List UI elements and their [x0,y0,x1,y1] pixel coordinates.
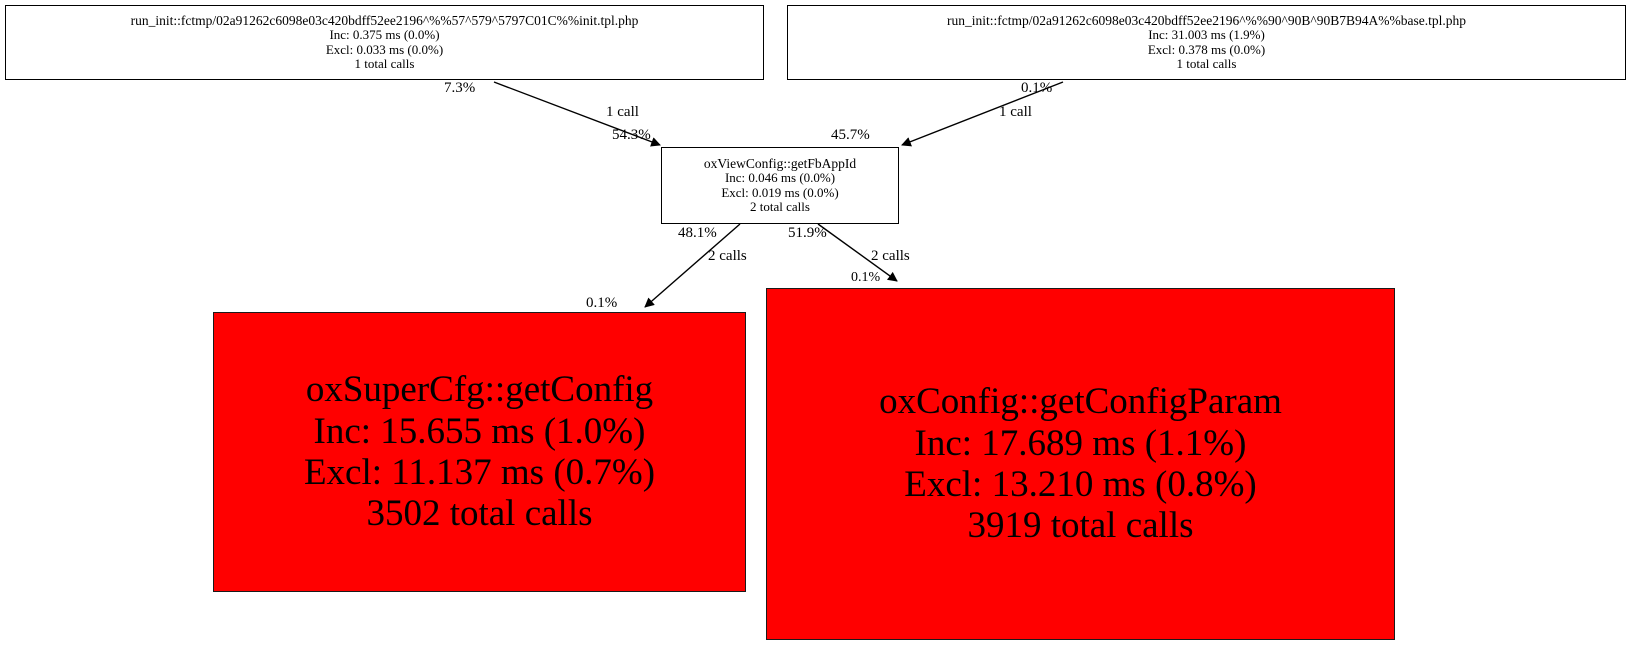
node-total-calls: 3502 total calls [366,493,593,535]
node-total-calls: 1 total calls [1176,56,1237,72]
edge-label-init-calls: 1 call [606,104,639,120]
node-inclusive-time: Inc: 15.655 ms (1.0%) [313,410,646,452]
node-inclusive-time: Inc: 0.375 ms (0.0%) [329,27,440,43]
edge-label-getconfig-head-pct: 0.1% [586,295,618,311]
node-exclusive-time: Excl: 0.033 ms (0.0%) [325,41,444,57]
node-inclusive-time: Inc: 31.003 ms (1.9%) [1148,27,1265,43]
edge-label-base-calls: 1 call [999,104,1032,120]
node-exclusive-time: Excl: 11.137 ms (0.7%) [303,452,656,493]
edge-label-base-tail-pct: 0.1% [1021,80,1053,96]
node-inclusive-time: Inc: 0.046 ms (0.0%) [724,170,836,186]
node-title: oxSuperCfg::getConfig [305,369,654,411]
node-exclusive-time: Excl: 0.019 ms (0.0%) [721,184,839,200]
node-inclusive-time: Inc: 17.689 ms (1.1%) [914,422,1247,464]
node-title: oxViewConfig::getFbAppId [703,156,857,172]
node-exclusive-time: Excl: 13.210 ms (0.8%) [904,464,1257,505]
edge-label-getconfigparam-head-pct: 0.1% [851,270,881,285]
edge-label-init-tail-pct: 7.3% [444,80,476,96]
node-title: run_init::fctmp/02a91262c6098e03c420bdff… [947,13,1466,29]
node-oxviewconfig-getfbappid[interactable]: oxViewConfig::getFbAppId Inc: 0.046 ms (… [661,147,899,224]
edge-label-getconfigparam-calls: 2 calls [871,248,910,264]
node-title: oxConfig::getConfigParam [879,381,1282,423]
node-total-calls: 3919 total calls [967,505,1194,547]
edge-label-base-head-pct: 45.7% [831,127,870,143]
edge-label-getconfig-calls: 2 calls [708,248,747,264]
node-title: run_init::fctmp/02a91262c6098e03c420bdff… [130,13,639,29]
node-oxconfig-getconfigparam[interactable]: oxConfig::getConfigParam Inc: 17.689 ms … [766,288,1395,640]
edge-label-getconfig-tail-pct: 48.1% [678,225,717,241]
node-exclusive-time: Excl: 0.378 ms (0.0%) [1147,41,1266,57]
node-total-calls: 1 total calls [354,56,415,72]
node-oxsupercfg-getconfig[interactable]: oxSuperCfg::getConfig Inc: 15.655 ms (1.… [213,312,746,592]
node-base-tpl[interactable]: run_init::fctmp/02a91262c6098e03c420bdff… [787,5,1626,80]
edge-label-getconfigparam-tail-pct: 51.9% [788,225,827,241]
node-total-calls: 2 total calls [750,199,810,215]
node-init-tpl[interactable]: run_init::fctmp/02a91262c6098e03c420bdff… [5,5,764,80]
edge-label-init-head-pct: 54.3% [612,127,651,143]
